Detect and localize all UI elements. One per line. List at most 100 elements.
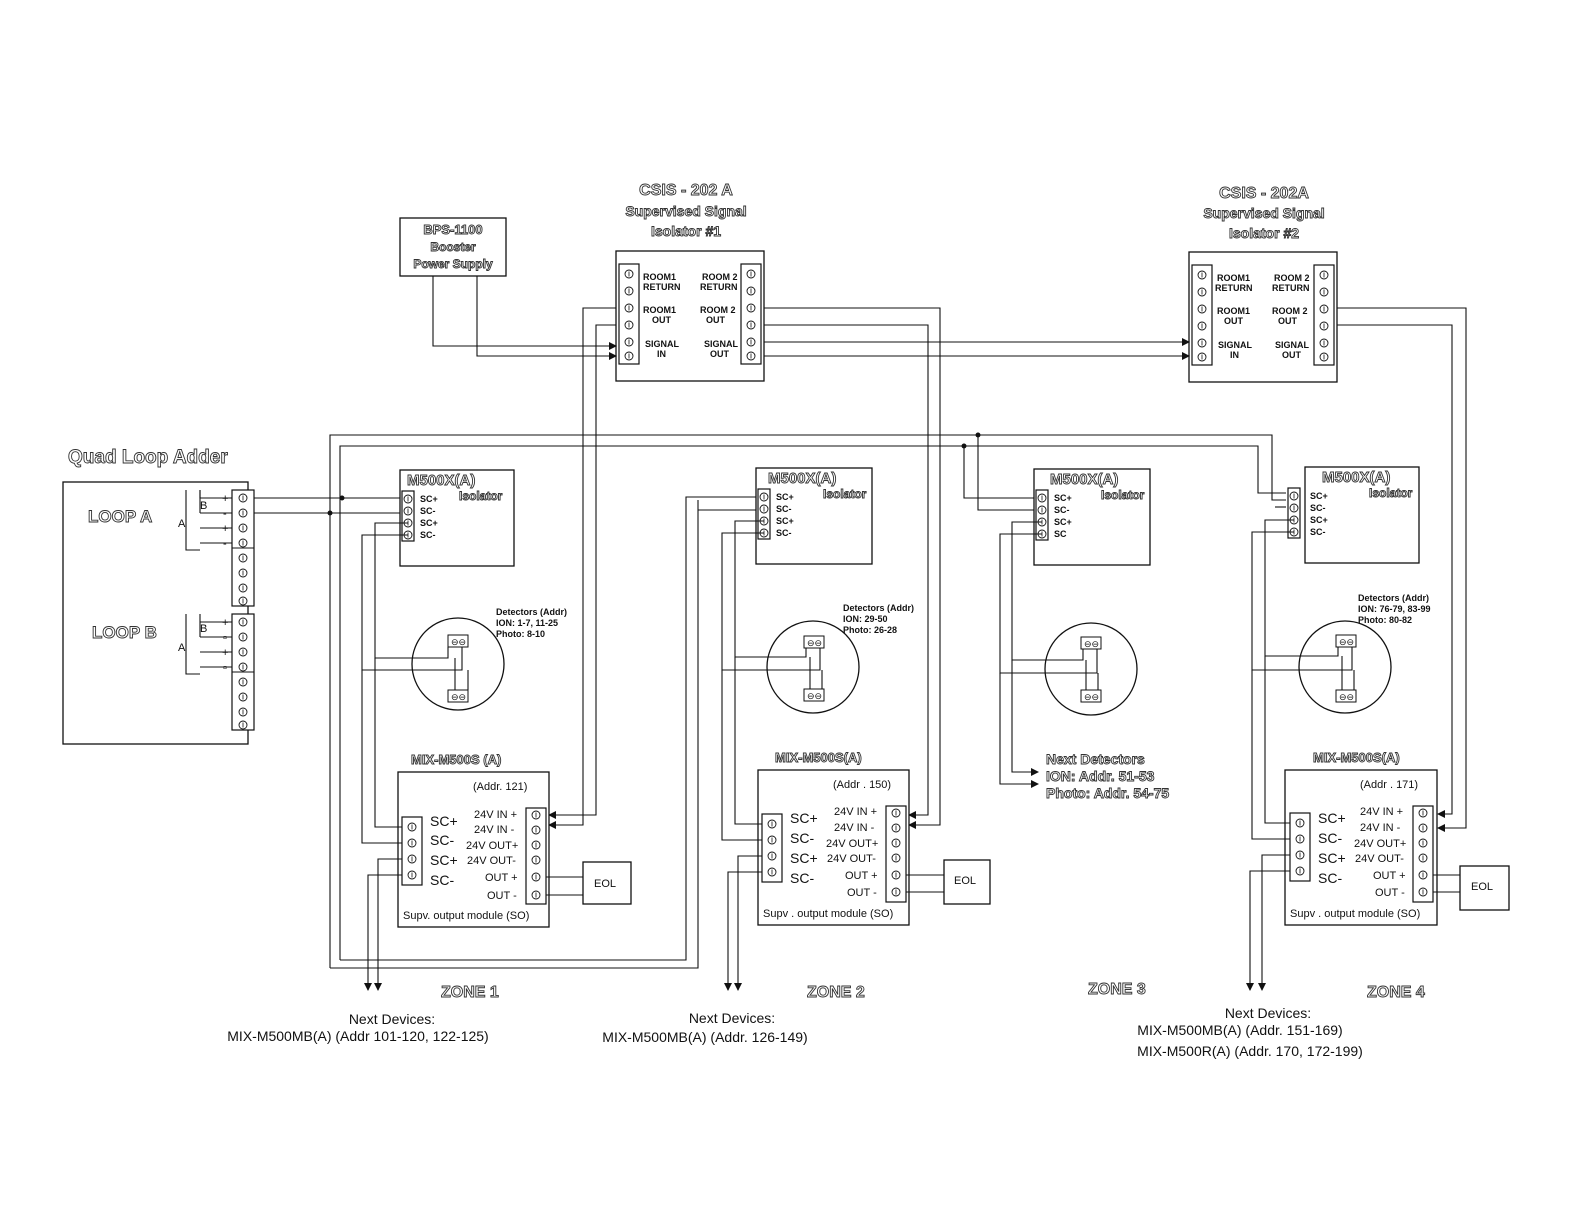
- next-detectors-l1: Next Detectors: [1046, 751, 1145, 767]
- module-2-eol: EOL: [954, 875, 976, 887]
- module-3-24vin-pos: 24V IN +: [1360, 806, 1403, 818]
- wiring: [254, 276, 1467, 969]
- bps-title: BPS-1100: [423, 222, 482, 237]
- csis1-title: CSIS - 202 A: [639, 182, 733, 199]
- loop-a-wire-b: B: [200, 500, 207, 512]
- module-1-24vin-pos: 24V IN +: [474, 809, 517, 821]
- zone-2-label: ZONE 2: [807, 984, 865, 1001]
- isolator-2-sub: Isolator: [823, 487, 867, 501]
- csis2-room2-return-label-2: RETURN: [1272, 283, 1310, 293]
- bps-line2: Booster: [430, 240, 476, 254]
- module-2-24vin-neg: 24V IN -: [834, 822, 875, 834]
- zone-3-label: ZONE 3: [1088, 981, 1146, 998]
- isolator-3-title: M500X(A): [1050, 471, 1118, 488]
- zone-4-label: ZONE 4: [1367, 984, 1425, 1001]
- loop-a-wire-a: A: [178, 518, 186, 530]
- isolator-4: M500X(A) Isolator SC+ SC- SC+ SC-: [1287, 466, 1420, 564]
- module-3-24vout-pos: 24V OUT+: [1354, 838, 1406, 850]
- module-1-sc2: SC-: [430, 832, 454, 848]
- csis1-signal-out-label-2: OUT: [710, 349, 730, 359]
- csis2-room2-out-label: ROOM 2: [1272, 306, 1308, 316]
- csis1-room2-return-label: ROOM 2: [702, 272, 738, 282]
- next-devices-3-l2: MIX-M500MB(A) (Addr. 151-169): [1137, 1022, 1342, 1038]
- csis1-signal-out-label: SIGNAL: [704, 339, 739, 349]
- module-2-sc1: SC+: [790, 810, 818, 826]
- module-3-addr: (Addr . 171): [1360, 779, 1418, 791]
- csis1-room1-out-label: ROOM1: [643, 305, 676, 315]
- csis2-room2-out-label-2: OUT: [1278, 316, 1298, 326]
- quad-loop-adder: Quad Loop Adder LOOP A LOOP B B A + - + …: [62, 447, 255, 745]
- detector-1-l2: ION: 1-7, 11-25: [496, 618, 558, 628]
- isolator-1-t4: SC-: [420, 530, 436, 540]
- isolator-4-t1: SC+: [1310, 491, 1328, 501]
- next-detectors-note: Next Detectors ION: Addr. 51-53 Photo: A…: [1046, 751, 1170, 802]
- csis1-line2: Supervised Signal: [625, 203, 746, 219]
- loop-b-pol-4: ▫: [223, 662, 227, 674]
- module-1-addr: (Addr. 121): [473, 781, 527, 793]
- module-3-out-pos: OUT +: [1373, 870, 1406, 882]
- csis1-signal-in-label: SIGNAL: [645, 339, 680, 349]
- isolator-4-title: M500X(A): [1322, 469, 1390, 486]
- csis1-room1-out-label-2: OUT: [652, 315, 672, 325]
- isolator-4-t4: SC-: [1310, 527, 1326, 537]
- isolator-3-t1: SC+: [1054, 493, 1072, 503]
- module-2-out-pos: OUT +: [845, 870, 878, 882]
- csis2-signal-out-label-2: OUT: [1282, 350, 1302, 360]
- detector-group-3: ⊖⊖ ⊖⊖: [999, 521, 1138, 788]
- quad-loop-title: Quad Loop Adder: [68, 447, 228, 468]
- loop-a-pol-4: -: [223, 538, 227, 550]
- svg-text:⊖⊖: ⊖⊖: [1339, 637, 1354, 647]
- next-devices-1-l1: Next Devices:: [349, 1011, 435, 1027]
- isolator-1-t3: SC+: [420, 518, 438, 528]
- csis1-line3: Isolator #1: [651, 223, 721, 239]
- module-1-out-neg: OUT -: [487, 890, 517, 902]
- module-3-sc2: SC-: [1318, 830, 1342, 846]
- isolator-3: M500X(A) Isolator SC+ SC- SC+ SC: [1033, 468, 1151, 566]
- next-detectors-l2: ION: Addr. 51-53: [1046, 768, 1155, 784]
- next-devices-3-l3: MIX-M500R(A) (Addr. 170, 172-199): [1137, 1043, 1363, 1059]
- loop-b-pol-3: +: [222, 647, 228, 659]
- bps-1100-power-supply: BPS-1100 Booster Power Supply: [399, 217, 507, 277]
- svg-text:⊖⊖: ⊖⊖: [1339, 692, 1354, 702]
- module-1-sc4: SC-: [430, 872, 454, 888]
- module-3-title: MIX-M500S(A): [1313, 750, 1400, 765]
- module-1-sc3: SC+: [430, 852, 458, 868]
- svg-text:⊖⊖: ⊖⊖: [451, 637, 466, 647]
- module-3-sc3: SC+: [1318, 850, 1346, 866]
- module-3-sc1: SC+: [1318, 810, 1346, 826]
- svg-text:⊖⊖: ⊖⊖: [1084, 692, 1099, 702]
- csis-isolator-1: CSIS - 202 A Supervised Signal Isolator …: [615, 182, 765, 382]
- isolator-3-sub: Isolator: [1101, 488, 1145, 502]
- loop-b-label: LOOP B: [92, 623, 157, 642]
- isolator-2-title: M500X(A): [768, 470, 836, 487]
- isolator-3-t2: SC-: [1054, 505, 1070, 515]
- module-1-24vin-neg: 24V IN -: [474, 824, 515, 836]
- csis2-room1-out-label: ROOM1: [1217, 306, 1250, 316]
- module-2-24vout-neg: 24V OUT-: [827, 853, 876, 865]
- isolator-1: M500X(A) Isolator SC+ SC- SC+ SC-: [399, 469, 515, 567]
- output-module-2: MIX-M500S(A) (Addr . 150) SC+ SC- SC+ SC…: [721, 657, 991, 991]
- loop-a-pol-1: +: [222, 493, 228, 505]
- zone-labels: ZONE 1 ZONE 2 ZONE 3 ZONE 4: [441, 981, 1426, 1002]
- module-3-24vin-neg: 24V IN -: [1360, 822, 1401, 834]
- csis1-signal-in-label-2: IN: [657, 349, 666, 359]
- zone-1-label: ZONE 1: [441, 984, 499, 1001]
- isolator-2-t4: SC-: [776, 528, 792, 538]
- detector-group-2: ⊖⊖ ⊖⊖ Detectors (Addr) ION: 29-50 Photo:…: [721, 520, 914, 714]
- module-1-eol: EOL: [594, 878, 616, 890]
- next-devices-notes: Next Devices: MIX-M500MB(A) (Addr 101-12…: [227, 1005, 1363, 1059]
- module-2-out-neg: OUT -: [847, 887, 877, 899]
- isolator-2: M500X(A) Isolator SC+ SC- SC+ SC-: [755, 467, 873, 565]
- csis-isolator-2: CSIS - 202A Supervised Signal Isolator #…: [1188, 185, 1338, 383]
- next-devices-2-l2: MIX-M500MB(A) (Addr. 126-149): [602, 1029, 807, 1045]
- loop-a-pol-3: +: [222, 523, 228, 535]
- module-1-24vout-neg: 24V OUT-: [467, 855, 516, 867]
- next-devices-3-l1: Next Devices:: [1225, 1005, 1311, 1021]
- detector-group-4: ⊖⊖ ⊖⊖ Detectors (Addr) ION: 76-79, 83-99…: [1251, 519, 1431, 714]
- loop-b-pol-2: ▫: [223, 632, 227, 644]
- next-detectors-l3: Photo: Addr. 54-75: [1046, 785, 1169, 801]
- isolator-2-t3: SC+: [776, 516, 794, 526]
- csis1-room2-out-label: ROOM 2: [700, 305, 736, 315]
- csis2-room1-return-label-2: RETURN: [1215, 283, 1253, 293]
- module-3-footer: Supv . output module (SO): [1290, 908, 1420, 920]
